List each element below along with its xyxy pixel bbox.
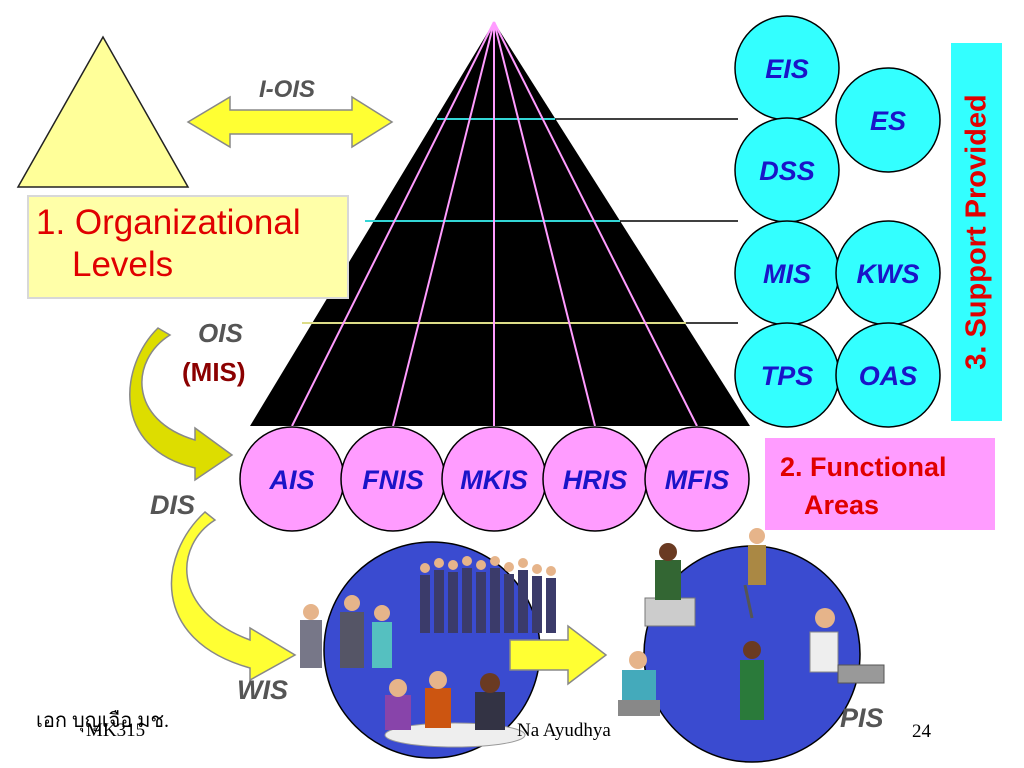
functional-areas-text: 2. Functional Areas (780, 448, 947, 524)
org-levels-line1: 1. Organizational (36, 203, 301, 242)
footer-page-number: 24 (912, 721, 931, 742)
dis-label: DIS (150, 490, 196, 520)
functional-areas-box (765, 438, 995, 530)
support-provided-text: 3. Support Provided (960, 94, 993, 370)
mkis-label: MKIS (460, 465, 528, 495)
oas-circle (835, 322, 941, 428)
wis-label: WIS (237, 675, 288, 705)
oas-label: OAS (859, 361, 918, 391)
org-triangle (16, 35, 190, 188)
fnis-label: FNIS (362, 465, 424, 495)
mfis-circle (644, 426, 750, 532)
org-levels-text: 1. Organizational Levels (36, 202, 301, 286)
functional-circles: AIS FNIS MKIS HRIS MFIS (239, 426, 750, 532)
es-label: ES (870, 106, 906, 136)
tps-label: TPS (761, 361, 814, 391)
functional-pyramid (250, 21, 750, 427)
ois-to-ais-curved-arrow (129, 327, 234, 482)
mfis-label: MFIS (665, 465, 730, 495)
functional-areas-line2: Areas (804, 490, 880, 520)
functional-areas-line1: 2. Functional (780, 452, 947, 482)
iois-label: I-OIS (259, 76, 316, 103)
org-levels-box (27, 195, 349, 299)
footer-course: MK315 (86, 720, 146, 741)
wis-people-illustration (300, 556, 556, 748)
footer-name: Na Ayudhya (517, 720, 611, 741)
support-circles: EIS ES DSS MIS KWS TPS OAS (734, 15, 941, 428)
ais-label: AIS (268, 465, 314, 495)
footer-author-thai: เอก บุญเจือ มช. (36, 710, 170, 732)
iois-double-arrow (186, 95, 394, 149)
pis-label: PIS (840, 703, 884, 733)
hris-label: HRIS (563, 465, 628, 495)
dss-label: DSS (759, 156, 815, 186)
ois-mis-label: (MIS) (182, 357, 246, 387)
mis-label: MIS (763, 259, 811, 289)
es-circle (835, 67, 941, 173)
org-levels-line2: Levels (72, 245, 174, 284)
support-provided-box (951, 43, 1002, 421)
kws-label: KWS (857, 259, 920, 289)
dis-to-wis-curved-arrow (170, 511, 297, 682)
ois-label: OIS (198, 318, 243, 348)
eis-label: EIS (765, 54, 809, 84)
wis-to-pis-arrow (509, 624, 608, 686)
pis-people-illustration (618, 528, 885, 720)
